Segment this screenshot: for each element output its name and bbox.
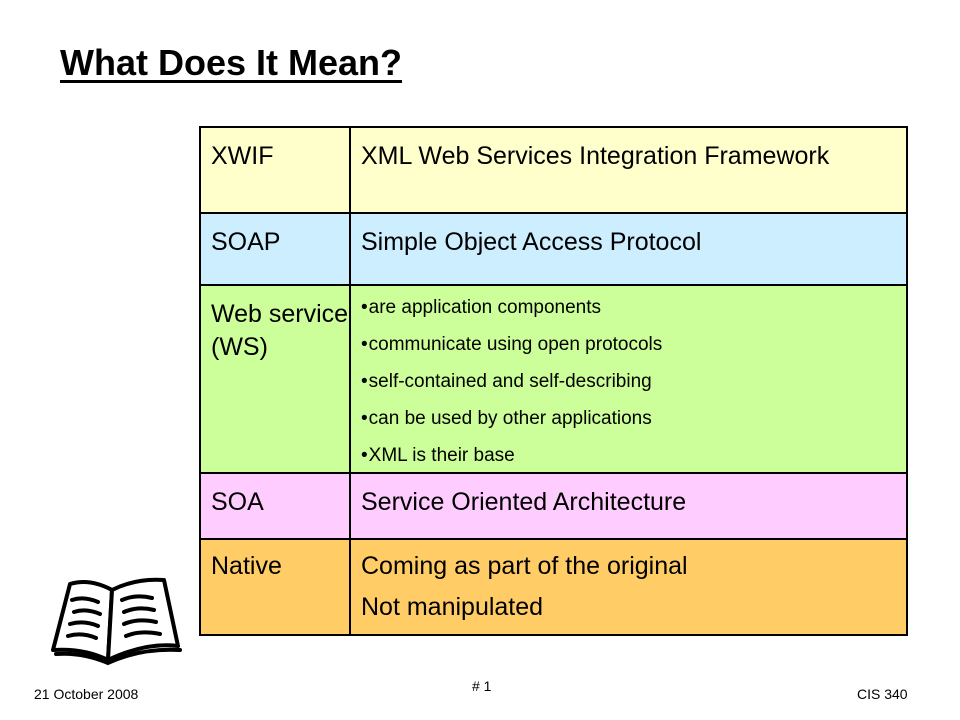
definition-cell: XML Web Services Integration Framework [349,126,908,214]
definition-cell: Coming as part of the original Not manip… [349,538,908,636]
table-row: SOA Service Oriented Architecture [199,472,908,540]
bullet-dot: • [361,334,368,355]
list-item: •XML is their base [361,446,906,465]
term-cell: SOAP [199,212,351,286]
list-item: •are application components [361,298,906,317]
term-cell: XWIF [199,126,351,214]
table-row: Web service (WS) •are application compon… [199,284,908,474]
bullet-dot: • [361,408,368,429]
bullet-text: can be used by other applications [368,408,652,429]
table-row: XWIF XML Web Services Integration Framew… [199,126,908,214]
table-row: Native Coming as part of the original No… [199,538,908,636]
footer-course: CIS 340 [857,686,908,702]
list-item: •self-contained and self-describing [361,372,906,391]
open-book-icon [51,577,182,666]
term-cell: Native [199,538,351,636]
list-item: •can be used by other applications [361,409,906,428]
bullet-dot: • [361,371,368,392]
bullet-text: communicate using open protocols [368,334,663,355]
definition-cell: Service Oriented Architecture [349,472,908,540]
definition-cell: •are application components •communicate… [349,284,908,474]
bullet-list: •are application components •communicate… [361,298,906,465]
glossary-table: XWIF XML Web Services Integration Framew… [199,126,908,636]
term-cell: Web service (WS) [199,284,351,474]
definition-cell: Simple Object Access Protocol [349,212,908,286]
slide-title: What Does It Mean? [60,42,403,83]
term-cell: SOA [199,472,351,540]
bullet-text: XML is their base [368,445,515,466]
list-item: •communicate using open protocols [361,335,906,354]
bullet-text: self-contained and self-describing [368,371,652,392]
bullet-dot: • [361,297,368,318]
definition-line: Not manipulated [361,593,544,621]
definition-line: Coming as part of the original [361,552,688,580]
footer-page-number: # 1 [472,678,492,694]
bullet-dot: • [361,445,368,466]
table-row: SOAP Simple Object Access Protocol [199,212,908,286]
bullet-text: are application components [368,297,602,318]
footer-date: 21 October 2008 [34,686,139,702]
